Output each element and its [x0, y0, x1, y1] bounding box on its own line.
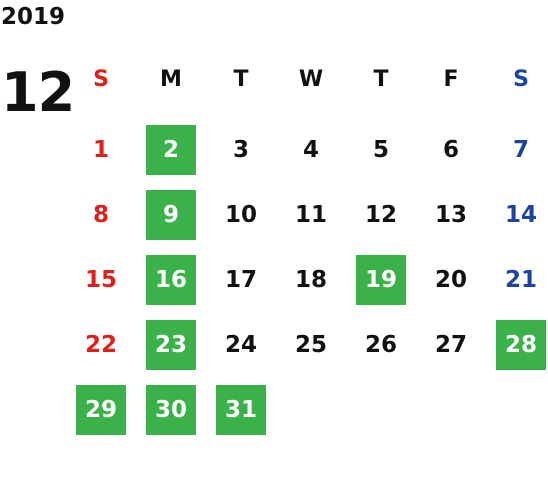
day-cell[interactable]: 22 — [84, 331, 117, 358]
day-cell[interactable]: 18 — [294, 266, 327, 293]
calendar-month: 12 — [1, 61, 75, 124]
weekday-header-sunday: S — [93, 67, 109, 92]
day-cell[interactable]: 12 — [364, 201, 397, 228]
day-cell-highlighted[interactable]: 31 — [216, 385, 266, 435]
day-cell[interactable]: 11 — [294, 201, 327, 228]
day-cell-highlighted[interactable]: 2 — [146, 125, 196, 175]
day-cell-highlighted[interactable]: 23 — [146, 320, 196, 370]
day-cell[interactable]: 20 — [434, 266, 467, 293]
day-cell-highlighted[interactable]: 28 — [496, 320, 546, 370]
day-cell[interactable]: 10 — [224, 201, 257, 228]
weekday-header-wednesday: W — [298, 67, 324, 92]
day-cell[interactable]: 1 — [92, 136, 109, 163]
day-cell[interactable]: 25 — [294, 331, 327, 358]
day-cell[interactable]: 21 — [504, 266, 537, 293]
day-cell[interactable]: 17 — [224, 266, 257, 293]
day-cell[interactable]: 14 — [504, 201, 537, 228]
day-cell[interactable]: 15 — [84, 266, 117, 293]
day-cell[interactable]: 24 — [224, 331, 257, 358]
day-cell[interactable]: 26 — [364, 331, 397, 358]
day-cell[interactable]: 3 — [232, 136, 249, 163]
calendar-grid: S M T W T F S 1 2 3 4 5 6 7 8 9 10 11 12… — [66, 0, 546, 503]
weekday-header-tuesday: T — [233, 67, 249, 92]
day-cell-highlighted[interactable]: 29 — [76, 385, 126, 435]
day-cell-highlighted[interactable]: 19 — [356, 255, 406, 305]
day-cell[interactable]: 5 — [372, 136, 389, 163]
day-cell[interactable]: 27 — [434, 331, 467, 358]
weekday-header-thursday: T — [373, 67, 389, 92]
calendar-year: 2019 — [1, 4, 66, 30]
weekday-header-saturday: S — [513, 67, 529, 92]
day-cell[interactable]: 4 — [302, 136, 319, 163]
weekday-header-monday: M — [160, 67, 182, 92]
day-cell[interactable]: 8 — [92, 201, 109, 228]
day-cell[interactable]: 7 — [512, 136, 529, 163]
day-cell[interactable]: 13 — [434, 201, 467, 228]
weekday-header-friday: F — [443, 67, 459, 92]
day-cell-highlighted[interactable]: 30 — [146, 385, 196, 435]
day-cell[interactable]: 6 — [442, 136, 459, 163]
day-cell-highlighted[interactable]: 9 — [146, 190, 196, 240]
day-cell-highlighted[interactable]: 16 — [146, 255, 196, 305]
